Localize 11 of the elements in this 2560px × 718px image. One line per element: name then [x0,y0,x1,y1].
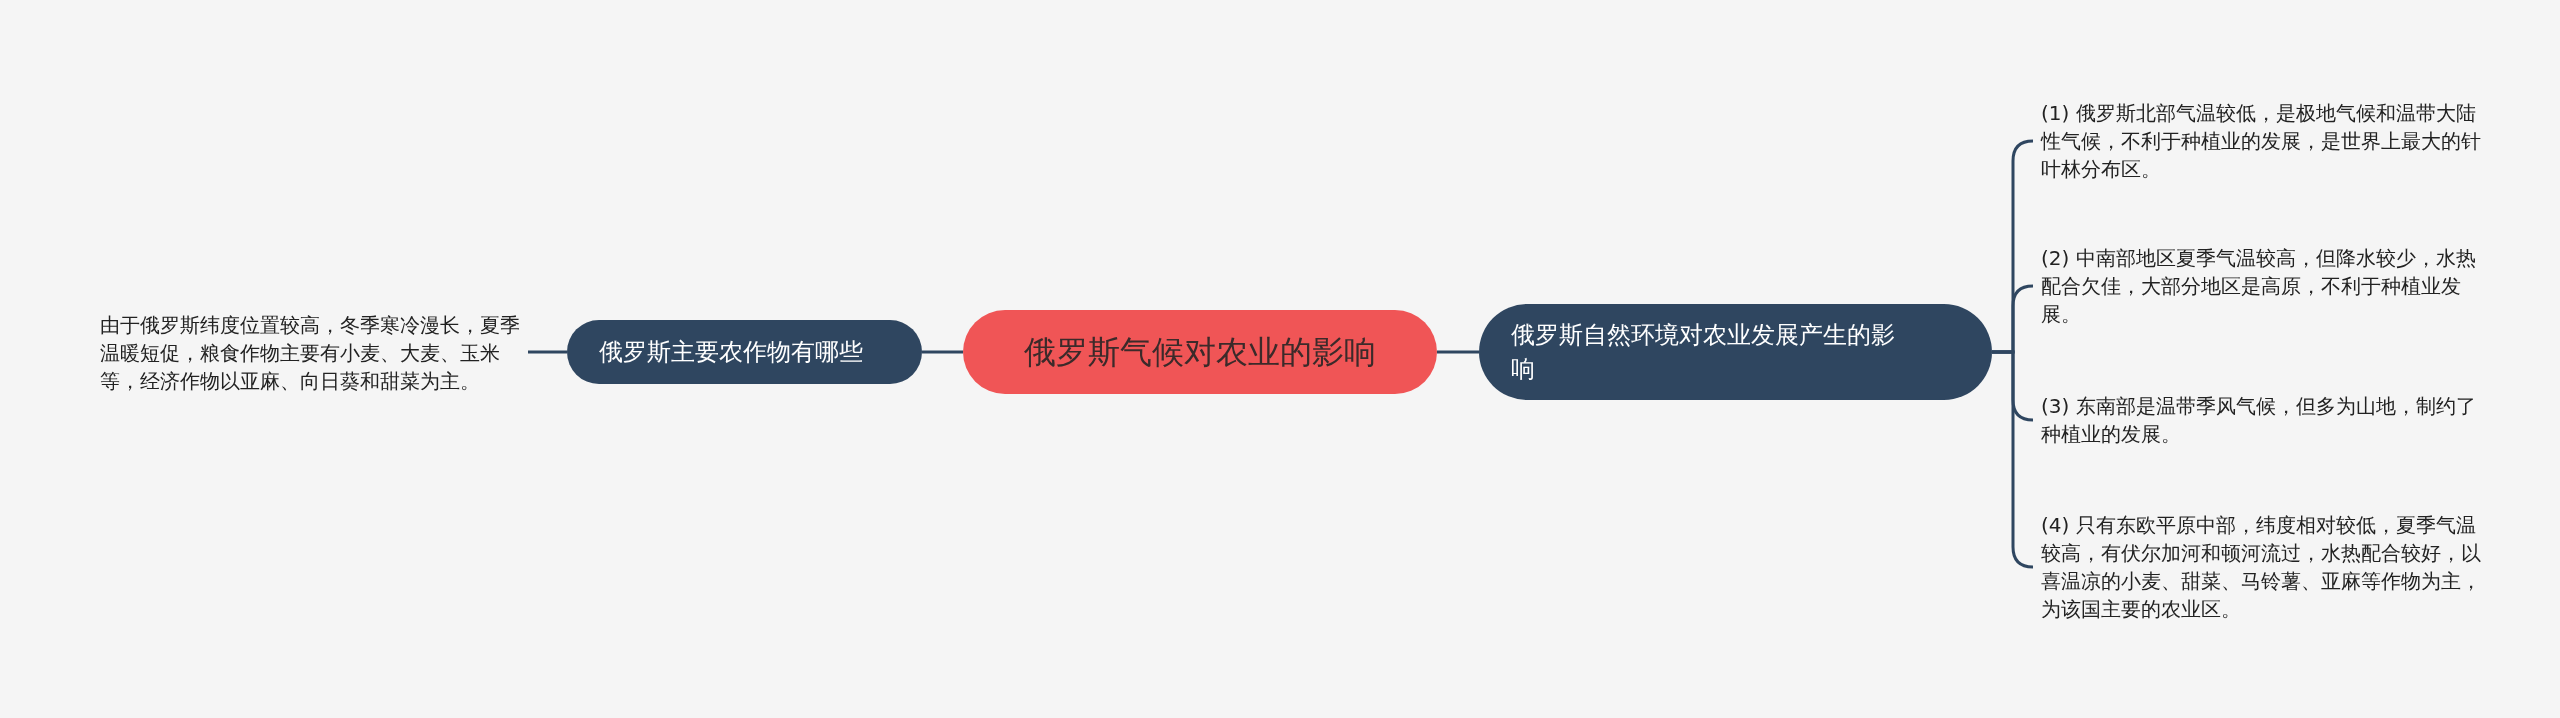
connector-line [922,350,963,354]
topic-text: 俄罗斯气候对农业的影响 [1024,332,1376,373]
note-text: 由于俄罗斯纬度位置较高，冬季寒冷漫长，夏季温暖短促，粮食作物主要有小麦、大麦、玉米等，经济作物以亚麻、向日葵和甜菜为主。 [100,312,521,395]
note-text: (1) 俄罗斯北部气温较低，是极地气候和温带大陆性气候，不利于种植业的发展，是世界上最大的针叶林分布区。 [2041,100,2482,183]
subtopic-text: 俄罗斯自然环境对农业发展产生的影响 [1511,320,1896,385]
connector-line [1437,350,1479,354]
note-text: (2) 中南部地区夏季气温较高，但降水较少，水热配合欠佳，大部分地区是高原，不利于种植业发展。 [2041,245,2477,328]
subtopic-text: 俄罗斯主要农作物有哪些 [599,337,863,368]
note-text: (4) 只有东欧平原中部，纬度相对较低，夏季气温较高，有伏尔加河和顿河流过，水热配合较好，以喜温凉的小麦、甜菜、马铃薯、亚麻等作物为主，为该国主要的农业区。 [2041,512,2482,623]
connector-line [528,350,567,354]
note-text: (3) 东南部是温带季风气候，但多为山地，制约了种植业的发展。 [2041,393,2477,448]
